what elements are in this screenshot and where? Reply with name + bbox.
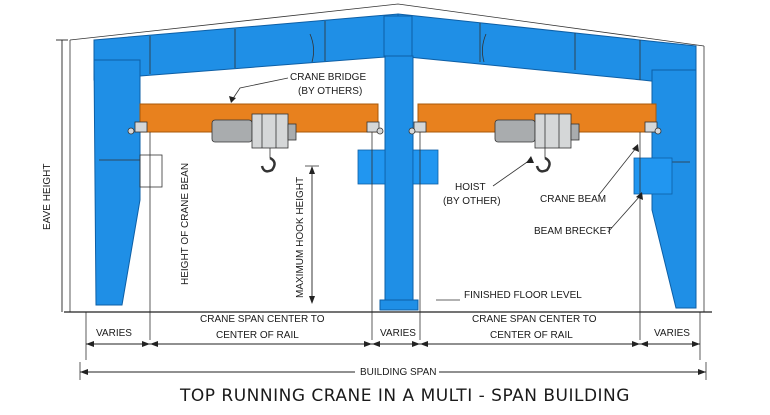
- arrow-head: [80, 369, 88, 375]
- middle-column-base: [379, 299, 419, 311]
- crane-beam-left-mid: [357, 149, 386, 185]
- span-left-label-line2: CENTER OF RAIL: [216, 330, 299, 341]
- left-column: [93, 59, 141, 306]
- crane-beam-leader: [597, 147, 637, 197]
- span-right-label-line2: CENTER OF RAIL: [490, 330, 573, 341]
- wheel: [127, 127, 135, 135]
- arrow-head: [229, 96, 236, 103]
- end-truck: [644, 121, 658, 133]
- maximum-hook-height-label: MAXIMUM HOOK HEIGHT: [295, 177, 306, 298]
- crane-bridge-label-line2: (BY OTHERS): [298, 86, 362, 97]
- beam-bracket-label: BEAM BRECKET: [534, 226, 612, 237]
- hoist-label-line1: HOIST: [455, 182, 486, 193]
- hoist-right: [494, 113, 580, 173]
- dimension-arrows: [86, 341, 700, 347]
- left-bracket-outline: [139, 154, 163, 188]
- wheel: [408, 127, 416, 135]
- bracing-curve: [309, 33, 314, 63]
- middle-column: [384, 55, 414, 309]
- span-left-label-line1: CRANE SPAN CENTER TO: [200, 314, 325, 325]
- hoist-leader: [492, 159, 531, 187]
- crane-beam-right-mid: [412, 149, 439, 185]
- building-span-label: BUILDING SPAN: [360, 367, 437, 378]
- arrow-head: [526, 156, 534, 163]
- end-truck: [413, 121, 427, 133]
- crane-beam-label: CRANE BEAM: [540, 194, 606, 205]
- span-right-label-line1: CRANE SPAN CENTER TO: [472, 314, 597, 325]
- finished-floor-level-label: FINISHED FLOOR LEVEL: [464, 290, 582, 301]
- hoist-label-line2: (BY OTHER): [443, 196, 501, 207]
- arrow-head: [698, 369, 706, 375]
- roof-outline: [69, 3, 705, 47]
- hoist-left: [211, 113, 297, 173]
- varies-middle-label: VARIES: [380, 328, 416, 339]
- arrow-head: [309, 166, 315, 174]
- crane-bridge-leader: [231, 77, 289, 101]
- height-of-crane-beam-label: HEIGHT OF CRANE BEAN: [180, 163, 191, 285]
- beam-bracket-leader: [607, 195, 641, 233]
- varies-left-label: VARIES: [96, 328, 132, 339]
- diagram-title: TOP RUNNING CRANE IN A MULTI - SPAN BUIL…: [179, 386, 630, 406]
- varies-right-label: VARIES: [654, 328, 690, 339]
- wheel: [654, 127, 662, 135]
- arrow-head: [636, 192, 643, 200]
- wheel: [376, 127, 384, 135]
- crane-bridge-label-line1: CRANE BRIDGE: [290, 72, 366, 83]
- end-truck: [134, 121, 148, 133]
- building-span-label-bg: [355, 364, 439, 378]
- bracing-curve: [482, 33, 487, 63]
- end-truck: [366, 121, 380, 133]
- arrow-head: [309, 296, 315, 304]
- eave-height-label: EAVE HEIGHT: [42, 164, 53, 231]
- ridge-panel: [383, 15, 413, 57]
- arrow-head: [632, 144, 639, 152]
